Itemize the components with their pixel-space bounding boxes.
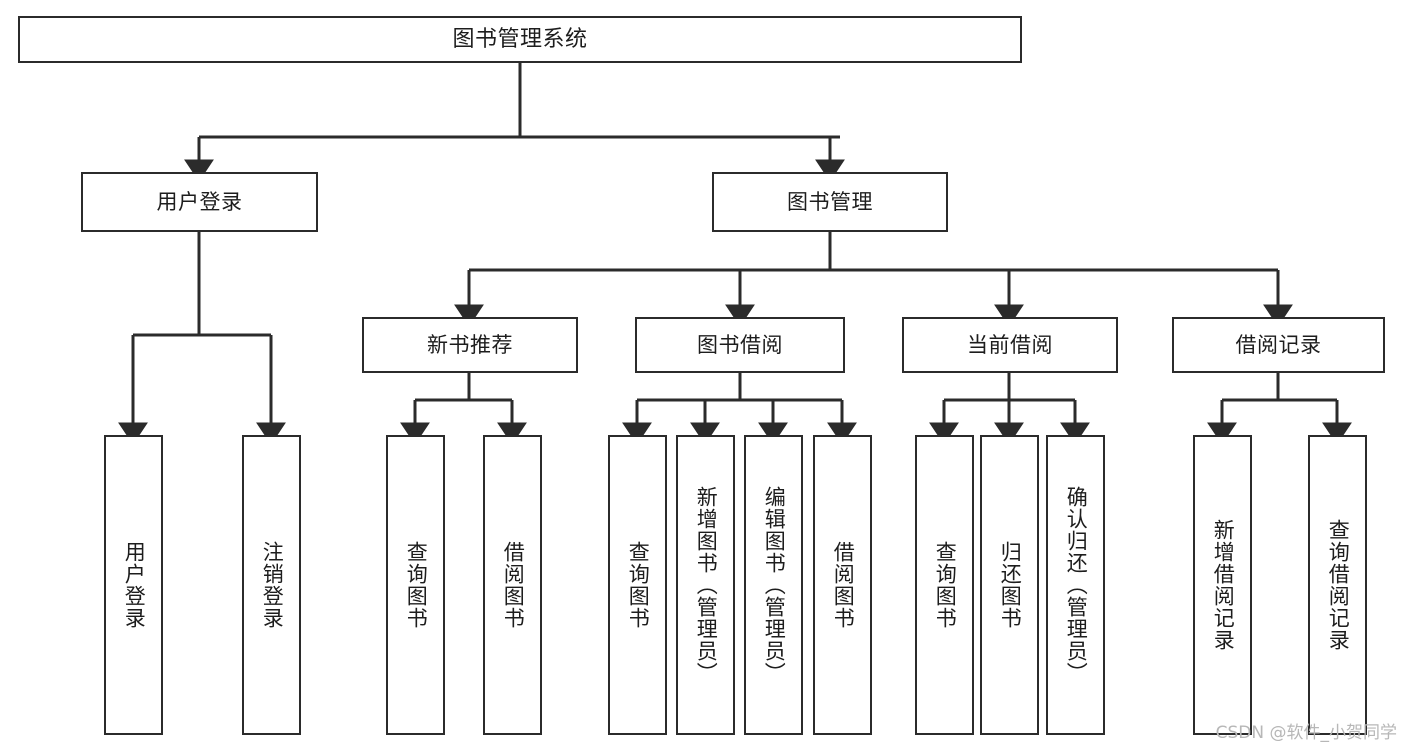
node-user-login[interactable]: 用户登录 — [81, 172, 318, 232]
node-label: 图书管理系统 — [452, 26, 588, 52]
leaf-borrow-borrow-book[interactable]: 借阅图书 — [813, 435, 872, 735]
leaf-record-query[interactable]: 查询借阅记录 — [1308, 435, 1367, 735]
node-label: 查询借阅记录 — [1326, 519, 1351, 651]
node-label: 用户登录 — [122, 541, 147, 629]
node-book-management[interactable]: 图书管理 — [712, 172, 948, 232]
node-label: 新增图书（管理员） — [694, 486, 719, 684]
node-label: 确认归还（管理员） — [1064, 486, 1089, 684]
leaf-borrow-query-book[interactable]: 查询图书 — [608, 435, 667, 735]
node-label: 借阅图书 — [501, 541, 526, 629]
node-label: 编辑图书（管理员） — [762, 486, 787, 684]
node-current-borrow[interactable]: 当前借阅 — [902, 317, 1118, 373]
leaf-new-book-query[interactable]: 查询图书 — [386, 435, 445, 735]
leaf-current-confirm-return[interactable]: 确认归还（管理员） — [1046, 435, 1105, 735]
node-label: 新增借阅记录 — [1211, 519, 1236, 651]
leaf-user-login-signout[interactable]: 注销登录 — [242, 435, 301, 735]
leaf-current-query-book[interactable]: 查询图书 — [915, 435, 974, 735]
node-system-root[interactable]: 图书管理系统 — [18, 16, 1022, 63]
csdn-watermark: CSDN @软件_小贺同学 — [1215, 723, 1397, 743]
node-book-borrow[interactable]: 图书借阅 — [635, 317, 845, 373]
node-label: 用户登录 — [156, 189, 243, 214]
leaf-borrow-add-book[interactable]: 新增图书（管理员） — [676, 435, 735, 735]
node-label: 归还图书 — [998, 541, 1023, 629]
node-label: 查询图书 — [404, 541, 429, 629]
node-label: 查询图书 — [626, 541, 651, 629]
node-label: 图书借阅 — [697, 332, 783, 357]
leaf-new-book-borrow[interactable]: 借阅图书 — [483, 435, 542, 735]
leaf-record-add[interactable]: 新增借阅记录 — [1193, 435, 1252, 735]
node-label: 当前借阅 — [967, 332, 1053, 357]
leaf-borrow-edit-book[interactable]: 编辑图书（管理员） — [744, 435, 803, 735]
leaf-user-login-signin[interactable]: 用户登录 — [104, 435, 163, 735]
node-label: 图书管理 — [787, 189, 873, 214]
node-label: 借阅记录 — [1235, 332, 1322, 357]
node-label: 新书推荐 — [427, 332, 513, 357]
node-borrow-record[interactable]: 借阅记录 — [1172, 317, 1385, 373]
node-label: 查询图书 — [933, 541, 958, 629]
node-label: 注销登录 — [260, 541, 285, 629]
leaf-current-return-book[interactable]: 归还图书 — [980, 435, 1039, 735]
node-new-book-recommend[interactable]: 新书推荐 — [362, 317, 578, 373]
node-label: 借阅图书 — [831, 541, 856, 629]
